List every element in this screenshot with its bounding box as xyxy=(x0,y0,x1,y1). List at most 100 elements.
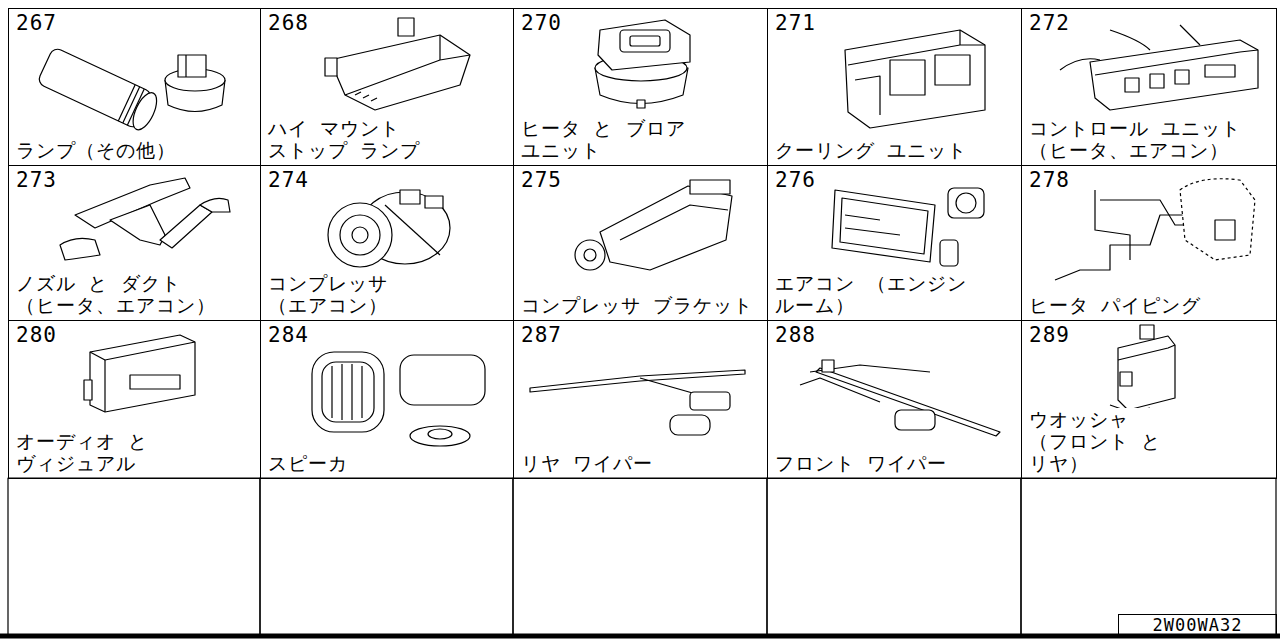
drawing-stroke xyxy=(1215,220,1235,240)
callout-number: 288 xyxy=(775,323,816,347)
catalog-cell: 273ノズル と ダクト （ヒータ、エアコン） xyxy=(8,165,261,321)
drawing-stroke xyxy=(352,227,368,243)
drawing-stroke xyxy=(400,355,485,405)
drawing-stroke xyxy=(1060,25,1200,70)
drawing-stroke xyxy=(822,360,834,372)
drawing-stroke xyxy=(690,180,730,194)
drawing-stroke xyxy=(400,190,420,204)
lamp-illustration xyxy=(37,47,225,134)
drawing-stroke xyxy=(331,366,332,418)
drawing-stroke xyxy=(90,335,195,412)
drawing-stroke xyxy=(956,193,976,213)
drawing-stroke xyxy=(340,215,380,255)
callout-number: 267 xyxy=(16,11,57,35)
drawing-stroke xyxy=(178,55,206,77)
part-group-name: フロント ワイパー xyxy=(775,452,947,474)
drawing-stroke xyxy=(361,366,362,418)
drawing-stroke xyxy=(351,364,352,420)
callout-number: 276 xyxy=(775,168,816,192)
drawing-stroke xyxy=(584,249,596,261)
drawing-stroke xyxy=(37,47,162,134)
drawing-stroke xyxy=(895,410,935,430)
catalog-cell: 288 フロント ワイパー xyxy=(767,320,1022,479)
callout-number: 274 xyxy=(268,168,309,192)
drawing-stroke xyxy=(260,478,513,635)
cooling-unit-illustration xyxy=(845,30,985,128)
drawing-stroke xyxy=(355,92,377,101)
bracket-illustration xyxy=(575,180,732,270)
drawing-stroke xyxy=(127,89,144,125)
drawing-stroke xyxy=(185,55,186,77)
part-group-name: クーリング ユニット xyxy=(775,139,967,161)
part-group-name: リヤ ワイパー xyxy=(521,452,653,474)
callout-number: 271 xyxy=(775,11,816,35)
drawing-stroke xyxy=(670,415,710,435)
catalog-cell: 275 コンプレッサ ブラケット xyxy=(513,165,768,321)
piping-illustration xyxy=(1055,179,1255,280)
drawing-stroke xyxy=(312,352,384,432)
audio-unit-illustration xyxy=(84,335,195,412)
drawing-stroke xyxy=(328,203,392,267)
catalog-cell: 278 ヒータ パイピング xyxy=(1021,165,1277,321)
callout-number: 278 xyxy=(1029,168,1070,192)
drawing-stroke xyxy=(800,378,880,402)
drawing-stroke xyxy=(60,238,100,260)
drawing-stroke xyxy=(845,215,880,220)
drawing-stroke xyxy=(1120,372,1132,386)
callout-number: 275 xyxy=(521,168,562,192)
drawing-stroke xyxy=(1021,478,1276,635)
drawing-stroke xyxy=(1140,325,1154,339)
front-wiper-illustration xyxy=(800,360,1000,436)
drawing-stroke xyxy=(767,478,1021,635)
drawing-stroke xyxy=(385,205,440,255)
part-group-name: コンプレッサ ブラケット xyxy=(521,294,753,316)
drawing-stroke xyxy=(160,205,212,248)
drawing-stroke xyxy=(637,100,645,108)
drawing-stroke xyxy=(90,342,195,360)
catalog-cell: 270 ヒータ と ブロア ユニット xyxy=(513,8,768,166)
drawing-stroke xyxy=(428,429,452,439)
drawing-stroke xyxy=(530,370,745,392)
callout-number: 287 xyxy=(521,323,562,347)
drawing-stroke xyxy=(890,60,925,95)
part-group-name: エアコン （エンジン ルーム） xyxy=(775,272,975,316)
drawing-stroke xyxy=(845,30,985,128)
drawing-stroke xyxy=(200,198,230,212)
drawing-stroke xyxy=(1175,70,1189,84)
catalog-cell: 267ランプ（その他） xyxy=(8,8,261,166)
drawing-stroke xyxy=(1205,65,1235,77)
drawing-stroke xyxy=(130,375,180,389)
drawing-stroke xyxy=(325,58,337,76)
drawing-stroke xyxy=(513,478,767,635)
drawing-stroke xyxy=(84,380,92,400)
part-group-name: オーディオ と ヴィジュアル xyxy=(16,430,166,474)
drawing-stroke xyxy=(110,205,165,245)
catalog-cell: 268ハイ マウント ストップ ランプ xyxy=(260,8,514,166)
drawing-stroke xyxy=(840,198,928,254)
catalog-cell: 271 クーリング ユニット xyxy=(767,8,1022,166)
part-group-name: コンプレッサ （エアコン） xyxy=(268,272,468,316)
callout-number: 270 xyxy=(521,11,562,35)
drawing-stroke xyxy=(128,89,161,133)
stop-lamp-illustration xyxy=(325,18,470,110)
drawing-stroke xyxy=(1125,78,1139,92)
drawing-stroke xyxy=(410,426,470,446)
drawing-stroke xyxy=(600,186,732,270)
part-group-name: コントロール ユニット （ヒータ、エアコン） xyxy=(1029,117,1254,161)
drawing-stroke xyxy=(345,55,470,95)
rear-wiper-illustration xyxy=(530,370,745,435)
part-group-name: ハイ マウント ストップ ランプ xyxy=(268,117,478,161)
part-group-name: スピーカ xyxy=(268,452,348,474)
part-group-name: ヒータ と ブロア ユニット xyxy=(521,117,691,161)
catalog-cell: 274 コンプレッサ （エアコン） xyxy=(260,165,514,321)
drawing-stroke xyxy=(1180,179,1255,260)
drawing-stroke xyxy=(330,35,470,110)
drawing-stroke xyxy=(935,55,970,85)
drawing-stroke xyxy=(845,228,900,235)
drawing-stroke xyxy=(1095,190,1130,260)
speaker-illustration xyxy=(312,352,485,446)
catalog-cell: 284スピーカ xyxy=(260,320,514,479)
part-group-name: ヒータ パイピング xyxy=(1029,294,1201,316)
drawing-stroke xyxy=(575,240,605,270)
